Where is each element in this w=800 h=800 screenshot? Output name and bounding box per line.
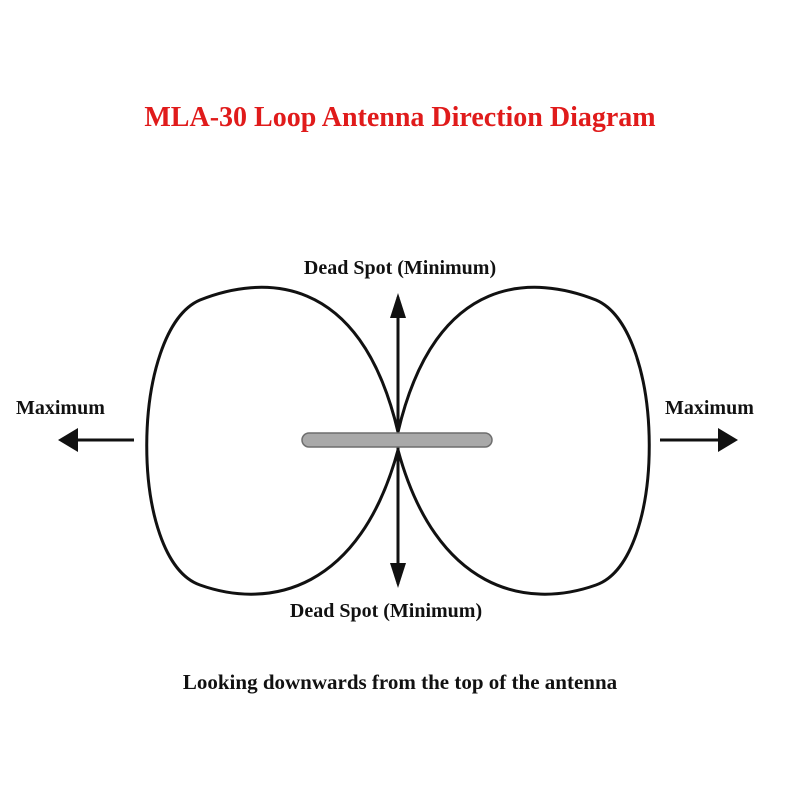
right-arrowhead xyxy=(718,428,738,452)
up-arrowhead xyxy=(390,293,406,318)
maximum-label-right: Maximum xyxy=(665,397,754,419)
right-lobe xyxy=(396,285,651,596)
maximum-label-left: Maximum xyxy=(16,397,105,419)
left-lobe xyxy=(145,285,400,596)
diagram-title: MLA-30 Loop Antenna Direction Diagram xyxy=(144,102,656,133)
dead-spot-label-top: Dead Spot (Minimum) xyxy=(303,257,497,279)
antenna-bar xyxy=(301,432,493,448)
caption: Looking downwards from the top of the an… xyxy=(182,670,618,694)
down-arrowhead xyxy=(390,563,406,588)
left-arrowhead xyxy=(58,428,78,452)
dead-spot-label-bottom: Dead Spot (Minimum) xyxy=(289,600,483,622)
